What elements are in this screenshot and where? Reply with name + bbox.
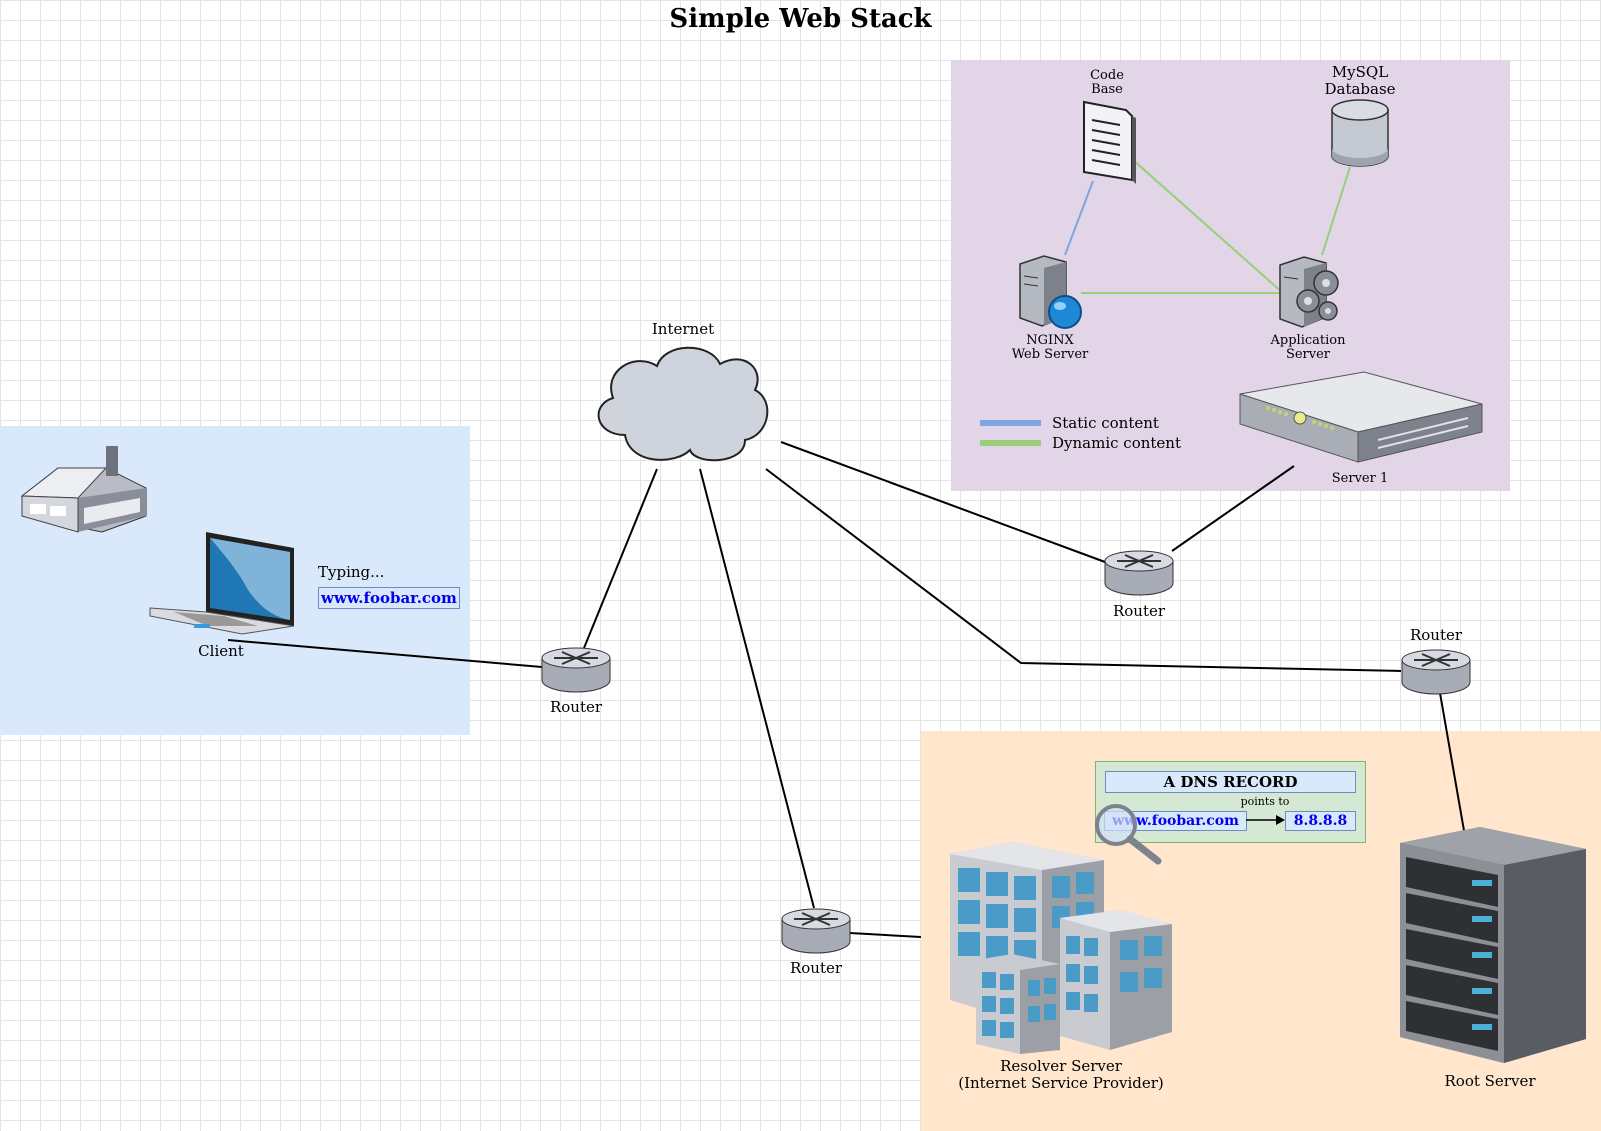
router-icon-client [541,647,611,693]
internet-cloud-icon [597,346,769,462]
typed-url-box: www.foobar.com [318,587,460,609]
router-label-resolver: Router [789,959,843,977]
magnifier-icon [1095,804,1162,865]
router-icon-resolver [781,908,851,954]
server-name-label: Server 1 [1331,471,1389,486]
internet-label: Internet [651,320,715,338]
code-base-label: Code Base [1090,68,1124,97]
rack-server-icon [1239,371,1483,463]
legend-dynamic-swatch [980,440,1041,446]
laptop-icon [149,532,295,635]
legend-static-swatch [980,420,1041,426]
document-icon [1083,100,1136,184]
legend-static-label: Static content [1052,414,1159,432]
nginx-label: NGINX Web Server [1011,333,1089,362]
points-to-arrow [1246,815,1285,825]
router-icon-root [1401,649,1471,695]
typing-label: Typing... [318,563,385,581]
root-server-label: Root Server [1444,1072,1536,1090]
router-label-root: Router [1409,626,1463,644]
web-server-icon [1019,255,1082,329]
home-icon [20,446,147,533]
dns-ip-box: 8.8.8.8 [1285,811,1356,831]
database-icon [1331,99,1389,167]
link-codebase-app [1132,159,1284,294]
dns-domain-box: www.foobar.com [1104,811,1247,831]
link-resolver-router-resolver [849,932,922,938]
application-server-label: Application Server [1270,333,1346,362]
client-label: Client [198,642,244,660]
link-db-app [1321,166,1351,256]
link-router-server [1171,465,1295,552]
link-internet-root-router [765,468,1402,672]
legend-dynamic-label: Dynamic content [1052,434,1181,452]
points-to-label: points to [1240,795,1290,808]
office-building-icon [950,842,1172,1054]
resolver-server-label: Resolver Server (Internet Service Provid… [958,1057,1164,1092]
router-icon-server [1104,550,1174,596]
link-internet-resolver-router [699,468,815,909]
link-router-internet [583,468,658,649]
router-label-server: Router [1112,602,1166,620]
mysql-label: MySQL Database [1324,63,1396,98]
application-server-icon [1279,256,1339,328]
diagram-title: Simple Web Stack [669,4,932,34]
dns-record-title: A DNS RECORD [1105,771,1356,793]
link-codebase-nginx [1064,180,1094,256]
link-client-router [227,639,543,668]
router-label-client: Router [549,698,603,716]
root-server-rack-icon [1400,827,1586,1063]
link-internet-server-router [780,441,1106,563]
